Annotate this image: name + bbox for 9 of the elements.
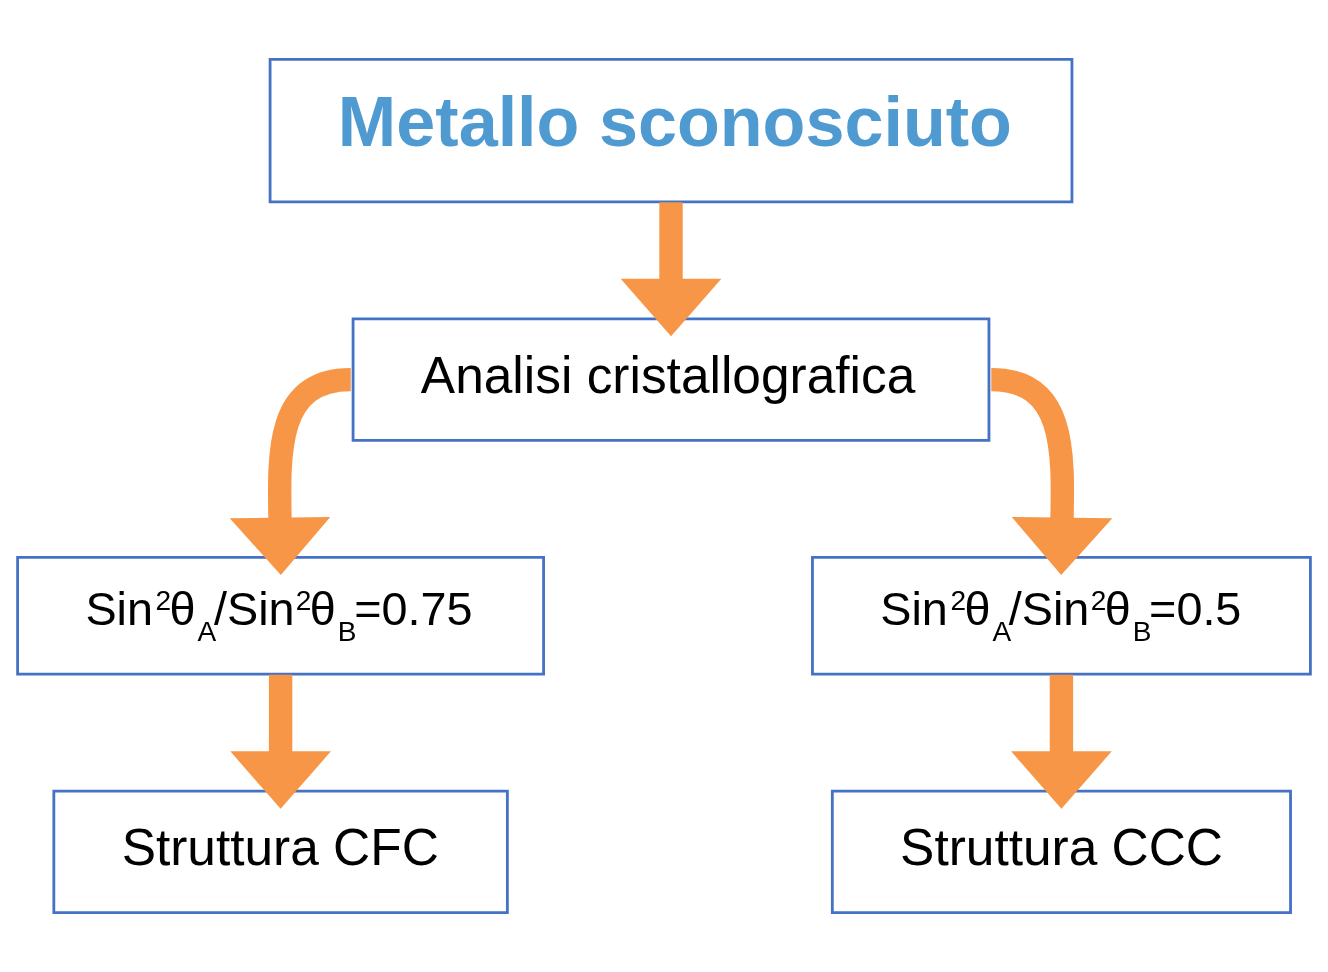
node-box: Metallo sconosciuto	[268, 57, 1074, 204]
node-box: Struttura CCC	[830, 789, 1292, 915]
node-box: Analisi cristallografica	[351, 317, 991, 442]
node-box: Sin$^{2}$θ$_{A}$/Sin$^{2}$θ$_{B}$=0.5	[811, 555, 1312, 676]
arrow	[1011, 674, 1112, 809]
arrow	[230, 674, 331, 809]
node-box: Struttura CFC	[52, 789, 509, 915]
arrow	[620, 202, 722, 337]
node-box: Sin$^{2}$θ$_{A}$/Sin$^{2}$θ$_{B}$=0.75	[16, 555, 545, 676]
